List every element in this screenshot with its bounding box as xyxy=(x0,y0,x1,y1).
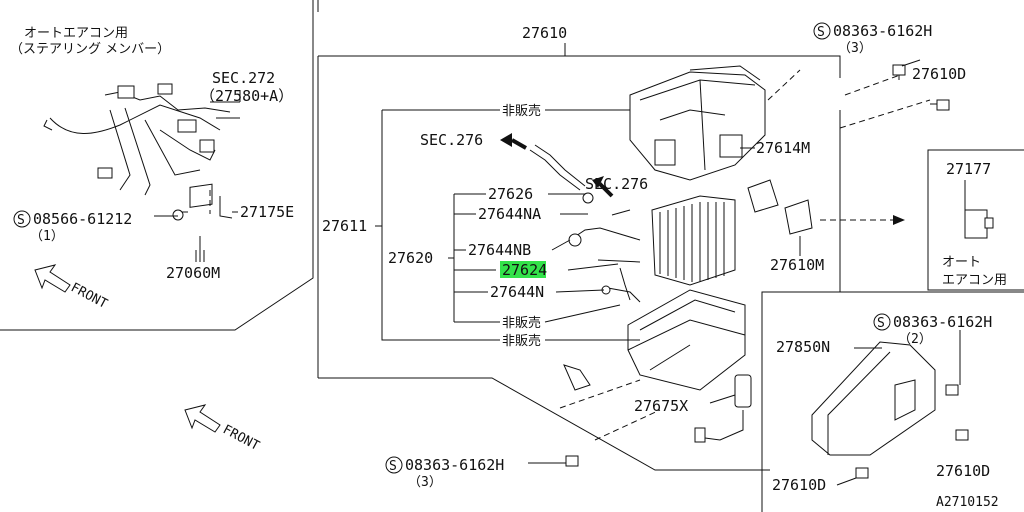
label-27644nb[interactable]: 27644NB xyxy=(468,241,531,259)
label-27620[interactable]: 27620 xyxy=(388,249,433,267)
label-not-for-sale-bottom: 非販売 xyxy=(502,333,541,349)
label-not-for-sale-top: 非販売 xyxy=(502,103,541,119)
thermo-sensor-27675x xyxy=(563,364,752,443)
cooling-unit-lower-case xyxy=(627,289,746,391)
label-27610d-bottom[interactable]: 27610D xyxy=(772,476,826,494)
label-sec276-b[interactable]: SEC.276 xyxy=(585,175,648,193)
harness-assembly xyxy=(43,83,241,196)
label-27614m[interactable]: 27614M xyxy=(756,139,810,157)
bolt-icon xyxy=(930,99,950,111)
expansion-valve-pipes xyxy=(529,144,641,303)
label-bolt-08566[interactable]: 08566-61212 xyxy=(33,210,132,228)
front-arrow-1 xyxy=(34,264,71,293)
label-27610d-top[interactable]: 27610D xyxy=(912,65,966,83)
label-27850n[interactable]: 27850N xyxy=(776,338,830,356)
bolt-icon xyxy=(565,455,579,467)
arrow-icon xyxy=(500,133,512,147)
arrow-icon xyxy=(592,176,604,188)
note-steering-member: （ステアリング メンバー） xyxy=(10,42,170,57)
label-27626[interactable]: 27626 xyxy=(488,185,533,203)
label-bolt-bottom-qty: （3） xyxy=(408,475,442,490)
label-bolt-bottom[interactable]: 08363-6162H xyxy=(405,456,504,474)
dashed-arrow xyxy=(820,215,905,225)
label-sec276-a[interactable]: SEC.276 xyxy=(420,131,483,149)
label-27175e[interactable]: 27175E xyxy=(240,203,294,221)
evaporator-core xyxy=(651,195,736,286)
label-front-2: FRONT xyxy=(220,422,262,454)
bolt-icon xyxy=(955,429,969,441)
sec-arrows xyxy=(500,133,614,198)
bolt-icons xyxy=(565,64,969,479)
label-27060m[interactable]: 27060M xyxy=(166,264,220,282)
label-sec272-sub: （27580+A） xyxy=(200,87,293,105)
resistor-27614m xyxy=(747,179,994,239)
text-labels: オートエアコン用 （ステアリング メンバー） SEC.272 （27580+A）… xyxy=(10,22,1007,510)
label-27624[interactable]: 27624 xyxy=(502,261,547,279)
screw-symbol: S xyxy=(17,213,25,228)
bolt-icon xyxy=(855,467,869,479)
label-not-for-sale-mid: 非販売 xyxy=(502,315,541,331)
label-27644n[interactable]: 27644N xyxy=(490,283,544,301)
label-27611[interactable]: 27611 xyxy=(322,217,367,235)
label-27177[interactable]: 27177 xyxy=(946,160,991,178)
label-bolt-08566-qty: （1） xyxy=(30,229,64,244)
cooling-unit-upper xyxy=(629,65,766,181)
label-27675x[interactable]: 27675X xyxy=(634,397,688,415)
label-bolt-mid-right-qty: （2） xyxy=(898,332,932,347)
note-auto-ac: オートエアコン用 xyxy=(24,26,128,41)
label-bolt-top-right[interactable]: 08363-6162H xyxy=(833,22,932,40)
bolt-icon xyxy=(892,64,906,80)
screw-symbol: S xyxy=(389,459,397,474)
highlight-27624 xyxy=(500,261,546,278)
label-bolt-mid-right[interactable]: 08363-6162H xyxy=(893,313,992,331)
label-27610d-right[interactable]: 27610D xyxy=(936,462,990,480)
screw-symbol: S xyxy=(817,25,825,40)
label-27610m[interactable]: 27610M xyxy=(770,256,824,274)
relay-27060m xyxy=(172,183,233,262)
diagram-id: A2710152 xyxy=(936,495,999,510)
note-auto-ac-2: エアコン用 xyxy=(942,273,1007,288)
screw-symbol: S xyxy=(877,316,885,331)
duct-27850n xyxy=(811,341,936,456)
label-27610[interactable]: 27610 xyxy=(522,24,567,42)
label-bolt-top-right-qty: （3） xyxy=(838,41,872,56)
label-sec272[interactable]: SEC.272 xyxy=(212,69,275,87)
bolt-icon xyxy=(945,384,959,396)
label-27644na[interactable]: 27644NA xyxy=(478,205,541,223)
screw-symbols: S S S S xyxy=(13,22,891,474)
front-arrow-2 xyxy=(184,404,221,433)
note-auto: オート xyxy=(942,255,981,270)
label-front-1: FRONT xyxy=(68,280,110,312)
leader-lines xyxy=(154,43,966,486)
